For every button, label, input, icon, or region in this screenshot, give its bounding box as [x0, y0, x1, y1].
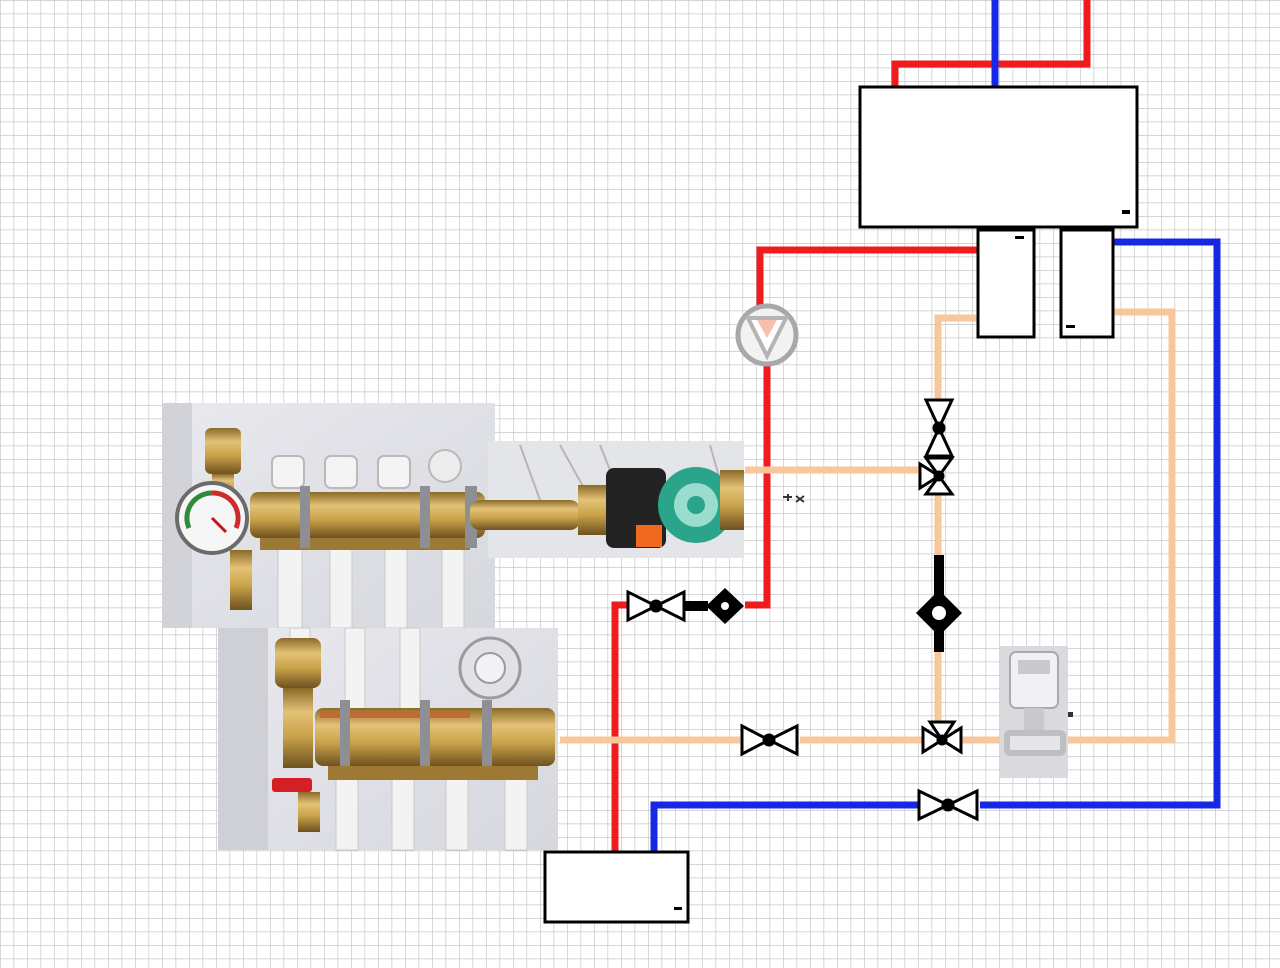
floor-manifold-photo [218, 627, 558, 851]
vertical-valve-top-icon [923, 398, 955, 458]
tee-valve-floor-icon [921, 720, 963, 755]
storage-tank [543, 850, 690, 924]
floor-return-right [1068, 308, 1176, 744]
radiator-return-pipe [650, 801, 918, 852]
balancing-valve-icon [916, 555, 962, 652]
return-pipes [650, 0, 1221, 852]
circulation-pump-icon [735, 303, 799, 367]
storage-tank-mark [674, 907, 682, 910]
separator-2-mark [1066, 325, 1075, 328]
radiator-manifold-photo [162, 403, 495, 629]
ball-valve-red-line [626, 589, 686, 623]
boiler-box-mark [1122, 210, 1130, 214]
floor-supply-top [934, 314, 978, 400]
separator-supply-pipe [756, 246, 978, 308]
small-marker-glyph [783, 494, 805, 503]
hydraulic-separator-1 [976, 228, 1036, 339]
boiler-box [858, 85, 1139, 229]
boiler-supply-pipe [891, 0, 1091, 86]
pump-outlet-pipe [745, 360, 771, 609]
separator-1-mark [1015, 236, 1024, 239]
thermostatic-valve-photo [1000, 646, 1068, 778]
separator-return-pipe [980, 238, 1221, 809]
ball-valve-return-line [917, 788, 979, 822]
check-valve-icon [684, 588, 744, 624]
ball-valve-floor-return [740, 723, 799, 757]
floor-pump-photo [470, 441, 744, 558]
valve-photo-marker [1068, 712, 1073, 717]
hydraulic-separator-2 [1059, 228, 1115, 339]
three-way-valve-icon [918, 456, 955, 496]
